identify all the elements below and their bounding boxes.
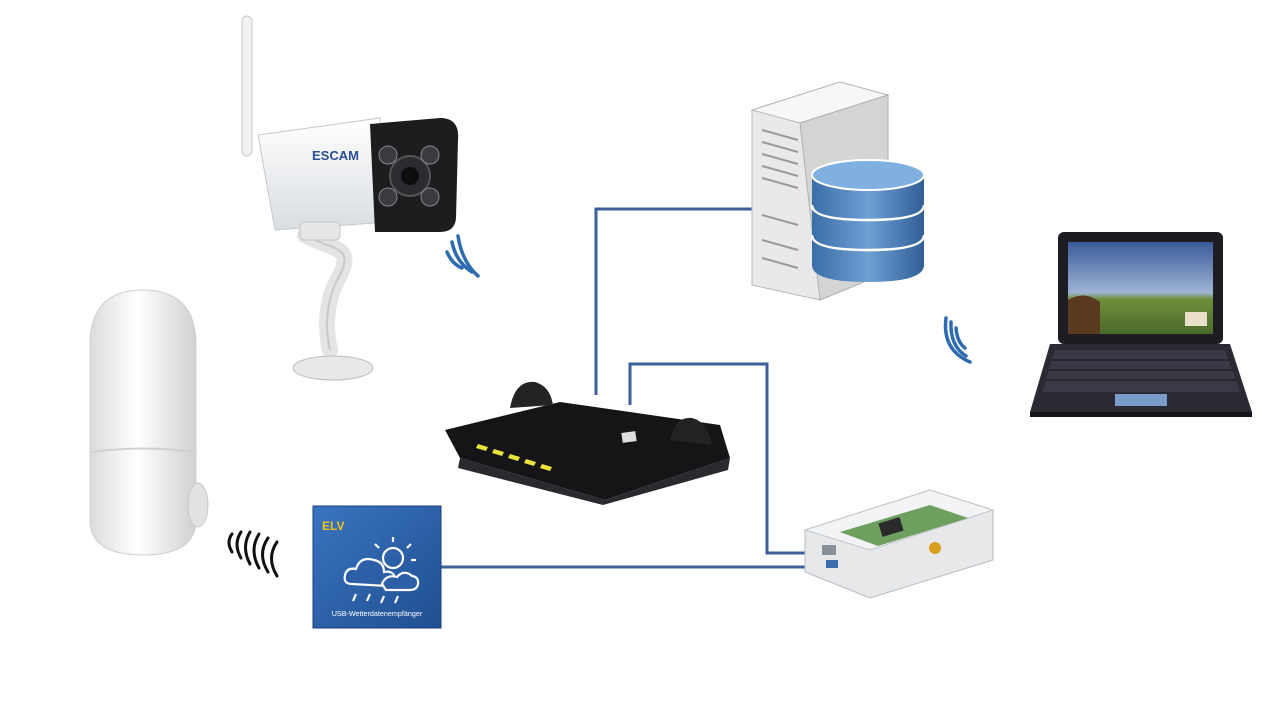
ip-camera-icon: ESCAM	[241, 15, 459, 381]
laptop-icon	[1030, 232, 1252, 417]
radio-signal-icon	[227, 530, 279, 578]
receiver-brand-label: ELV	[322, 519, 344, 533]
laptop-wifi-signal-icon	[943, 316, 972, 364]
wifi-signal-icon	[445, 234, 480, 278]
cloud-sun-rain-icon	[343, 537, 420, 604]
database-icon	[810, 159, 926, 282]
cable-router-raspberry-pi	[628, 362, 812, 555]
network-cables	[440, 207, 820, 569]
receiver-label: USB-Wetterdatenempfänger	[332, 609, 423, 618]
raspberry-pi-icon	[803, 489, 995, 599]
weather-sensor-icon	[89, 289, 209, 556]
cable-router-server	[594, 207, 752, 395]
router-icon	[445, 381, 730, 505]
usb-weather-receiver: ELV USB-Wetterdatenempfänger	[312, 505, 442, 629]
camera-brand-label: ESCAM	[312, 148, 359, 163]
